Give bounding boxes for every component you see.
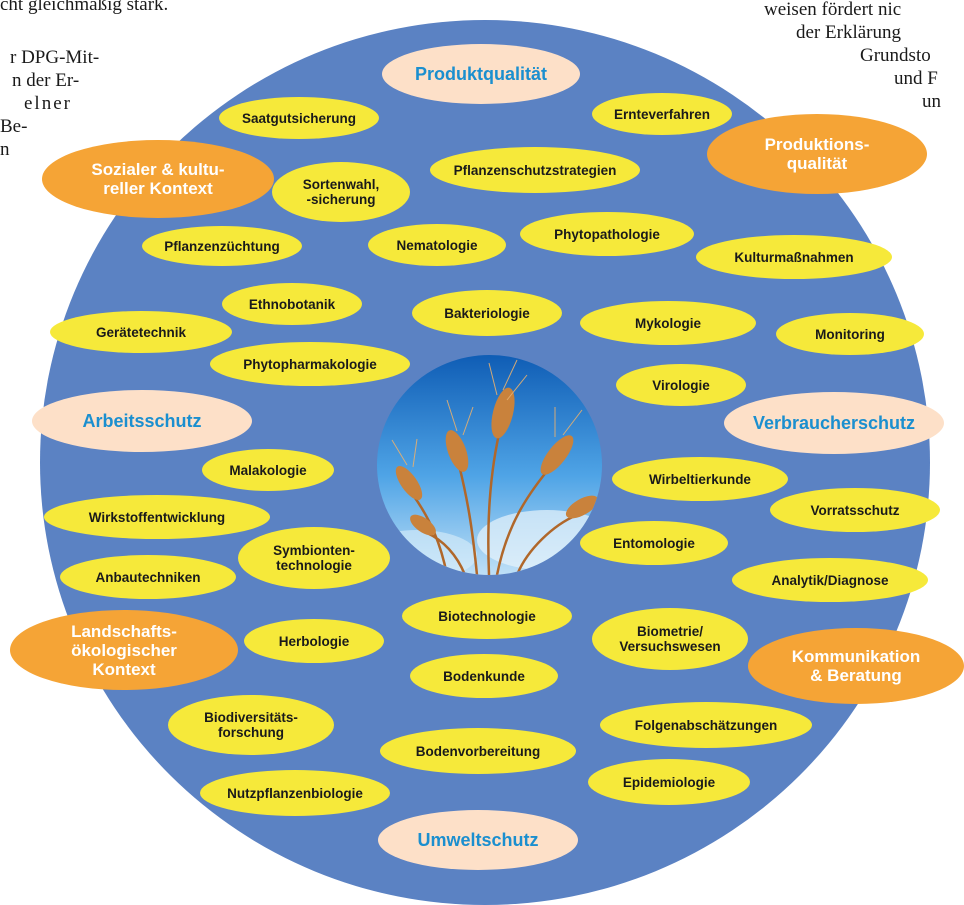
topic-nematologie: Nematologie xyxy=(368,224,506,266)
topic-malakologie: Malakologie xyxy=(202,449,334,491)
background-text-left: r DPG-Mit- n der Er- elner Be- n xyxy=(0,47,100,160)
topic-anbautechniken: Anbautechniken xyxy=(60,555,236,599)
topic-vorratsschutz: Vorratsschutz xyxy=(770,488,940,532)
topic-phytopathologie: Phytopathologie xyxy=(520,212,694,256)
context-landschaftsoekologischer-kontext: Landschafts- ökologischer Kontext xyxy=(10,610,238,690)
topic-analytik-diagnose: Analytik/Diagnose xyxy=(732,558,928,602)
context-kommunikation-beratung: Kommunikation & Beratung xyxy=(748,628,964,704)
topic-pflanzenzuechtung: Pflanzenzüchtung xyxy=(142,226,302,266)
topic-bodenvorbereitung: Bodenvorbereitung xyxy=(380,728,576,774)
background-text-right: weisen fördert nic der Erklärung Grundst… xyxy=(764,0,941,112)
context-umweltschutz: Umweltschutz xyxy=(378,810,578,870)
background-text-top-left: cht gleichmäßig stark. xyxy=(0,0,169,15)
topic-mykologie: Mykologie xyxy=(580,301,756,345)
context-produktqualitaet: Produktqualität xyxy=(382,44,580,104)
topic-herbologie: Herbologie xyxy=(244,619,384,663)
topic-symbiontentechnologie: Symbionten- technologie xyxy=(238,527,390,589)
topic-ethnobotanik: Ethnobotanik xyxy=(222,283,362,325)
topic-bodenkunde: Bodenkunde xyxy=(410,654,558,698)
topic-ernteverfahren: Ernteverfahren xyxy=(592,93,732,135)
topic-nutzpflanzenbiologie: Nutzpflanzenbiologie xyxy=(200,770,390,816)
context-produktionsqualitaet: Produktions- qualität xyxy=(707,114,927,194)
topic-biodiversitaetsforschung: Biodiversitäts- forschung xyxy=(168,695,334,755)
topic-sortenwahl: Sortenwahl, -sicherung xyxy=(272,162,410,222)
context-arbeitsschutz: Arbeitsschutz xyxy=(32,390,252,452)
wheat-photo xyxy=(377,355,602,575)
topic-wirkstoffentwicklung: Wirkstoffentwicklung xyxy=(44,495,270,539)
topic-bakteriologie: Bakteriologie xyxy=(412,290,562,336)
topic-saatgutsicherung: Saatgutsicherung xyxy=(219,97,379,139)
topic-epidemiologie: Epidemiologie xyxy=(588,759,750,805)
topic-phytopharmakologie: Phytopharmakologie xyxy=(210,342,410,386)
topic-monitoring: Monitoring xyxy=(776,313,924,355)
topic-biometrie-versuchswesen: Biometrie/ Versuchswesen xyxy=(592,608,748,670)
topic-pflanzenschutzstrategien: Pflanzenschutzstrategien xyxy=(430,147,640,193)
context-sozialer-kontext: Sozialer & kultu- reller Kontext xyxy=(42,140,274,218)
topic-wirbeltierkunde: Wirbeltierkunde xyxy=(612,457,788,501)
topic-biotechnologie: Biotechnologie xyxy=(402,593,572,639)
topic-geraetetechnik: Gerätetechnik xyxy=(50,311,232,353)
context-verbraucherschutz: Verbraucherschutz xyxy=(724,392,944,454)
wheat-illustration xyxy=(377,355,602,575)
topic-folgenabschaetzungen: Folgenabschätzungen xyxy=(600,702,812,748)
topic-virologie: Virologie xyxy=(616,364,746,406)
topic-entomologie: Entomologie xyxy=(580,521,728,565)
topic-kulturmassnahmen: Kulturmaßnahmen xyxy=(696,235,892,279)
